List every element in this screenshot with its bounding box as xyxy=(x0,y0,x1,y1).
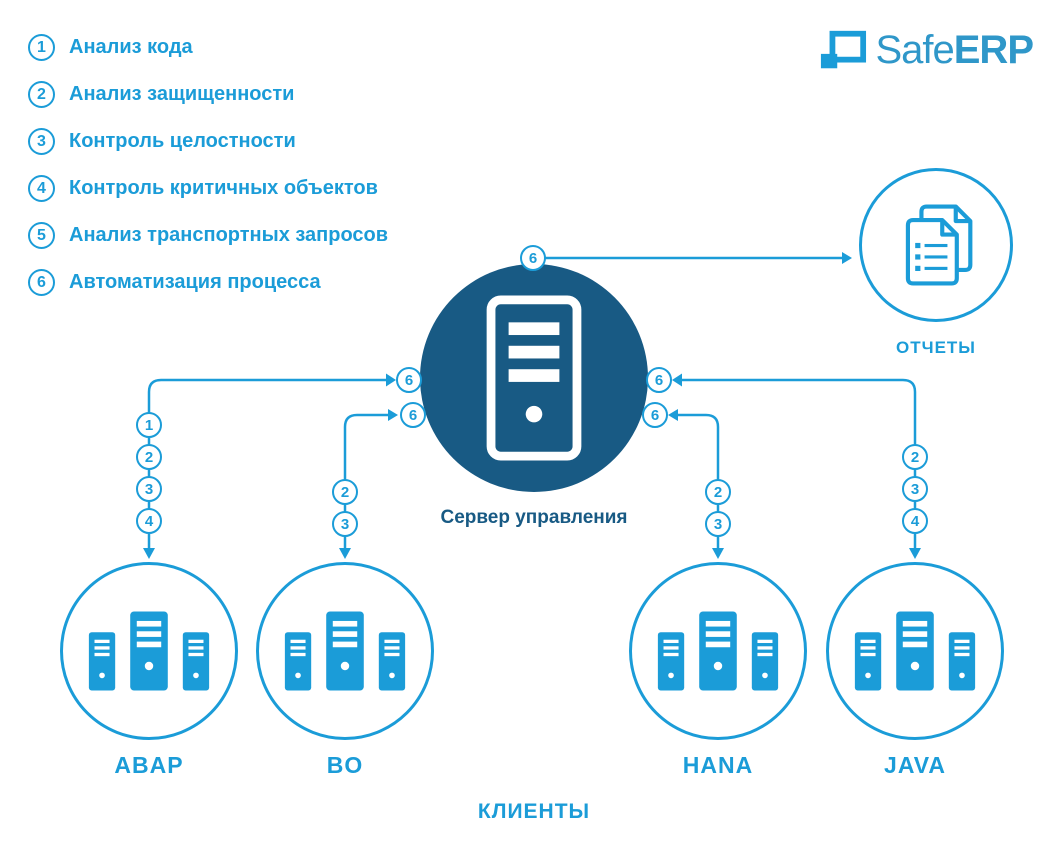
safeerp-logo: SafeERP xyxy=(819,28,1034,73)
legend-item-label: Автоматизация процесса xyxy=(69,271,321,293)
legend-item: 1 Анализ кода xyxy=(28,34,388,61)
reports-circle xyxy=(859,168,1013,322)
legend-number-badge: 6 xyxy=(28,269,55,296)
connector-badge: 1 xyxy=(136,412,162,438)
arrowhead-to-bo xyxy=(339,548,351,559)
arrowhead-bo-to-hub xyxy=(388,409,398,421)
hub-badge-left-upper: 6 xyxy=(396,367,422,393)
connector-hana xyxy=(676,413,720,552)
documents-icon xyxy=(884,193,988,297)
legend-item-label: Анализ кода xyxy=(69,36,193,58)
client-circle-abap xyxy=(60,562,238,740)
logo-text-safe: Safe xyxy=(875,28,954,72)
management-server-circle xyxy=(420,264,648,492)
arrowhead-to-hana xyxy=(712,548,724,559)
server-rack-icon xyxy=(87,604,211,698)
legend-item-label: Контроль критичных объектов xyxy=(69,177,378,199)
client-label-bo: BO xyxy=(326,752,364,778)
arrowhead-abap-to-hub xyxy=(386,373,396,387)
connector-bo xyxy=(343,413,390,552)
legend-item: 2 Анализ защищенности xyxy=(28,81,388,108)
legend-item-label: Анализ защищенности xyxy=(69,83,295,105)
client-label-abap: ABAP xyxy=(114,752,184,778)
reports-label: ОТЧЕТЫ xyxy=(896,338,976,357)
connector-badge: 2 xyxy=(902,444,928,470)
connector-java xyxy=(680,378,917,552)
server-rack-icon xyxy=(853,604,977,698)
connector-badge: 2 xyxy=(136,444,162,470)
arrowhead-to-abap xyxy=(143,548,155,559)
logo-text: SafeERP xyxy=(875,28,1034,73)
connector-badge: 3 xyxy=(136,476,162,502)
arrowhead-to-java xyxy=(909,548,921,559)
logo-icon xyxy=(821,30,867,68)
server-rack-icon xyxy=(283,604,407,698)
connector-badge: 2 xyxy=(705,479,731,505)
server-rack-icon xyxy=(656,604,780,698)
legend-number-badge: 1 xyxy=(28,34,55,61)
legend-number-badge: 4 xyxy=(28,175,55,202)
connector-badge: 3 xyxy=(902,476,928,502)
connector-badge: 4 xyxy=(136,508,162,534)
server-icon xyxy=(486,295,582,461)
connector-badge: 3 xyxy=(705,511,731,537)
client-label-hana: HANA xyxy=(682,752,754,778)
hub-badge-top: 6 xyxy=(520,245,546,271)
management-server-label: Сервер управления xyxy=(440,507,628,528)
legend-item: 5 Анализ транспортных запросов xyxy=(28,222,388,249)
legend-number-badge: 5 xyxy=(28,222,55,249)
legend-number-badge: 2 xyxy=(28,81,55,108)
client-circle-bo xyxy=(256,562,434,740)
connector-badge: 3 xyxy=(332,511,358,537)
legend: 1 Анализ кода 2 Анализ защищенности 3 Ко… xyxy=(28,34,388,316)
legend-item: 3 Контроль целостности xyxy=(28,128,388,155)
clients-group-label: КЛИЕНТЫ xyxy=(477,800,591,823)
connector-abap xyxy=(147,378,388,552)
legend-item: 4 Контроль критичных объектов xyxy=(28,175,388,202)
legend-number-badge: 3 xyxy=(28,128,55,155)
hub-badge-left-lower: 6 xyxy=(400,402,426,428)
hub-badge-right-lower: 6 xyxy=(642,402,668,428)
client-circle-hana xyxy=(629,562,807,740)
client-label-java: JAVA xyxy=(884,752,946,778)
connector-badge: 2 xyxy=(332,479,358,505)
logo-text-erp: ERP xyxy=(953,28,1034,72)
legend-item: 6 Автоматизация процесса xyxy=(28,269,388,296)
arrowhead-to-reports xyxy=(842,252,852,264)
hub-badge-right-upper: 6 xyxy=(646,367,672,393)
arrowhead-hana-to-hub xyxy=(668,409,678,421)
arrowhead-java-to-hub xyxy=(672,373,682,387)
legend-item-label: Анализ транспортных запросов xyxy=(69,224,389,246)
client-circle-java xyxy=(826,562,1004,740)
legend-item-label: Контроль целостности xyxy=(69,130,296,152)
connector-badge: 4 xyxy=(902,508,928,534)
